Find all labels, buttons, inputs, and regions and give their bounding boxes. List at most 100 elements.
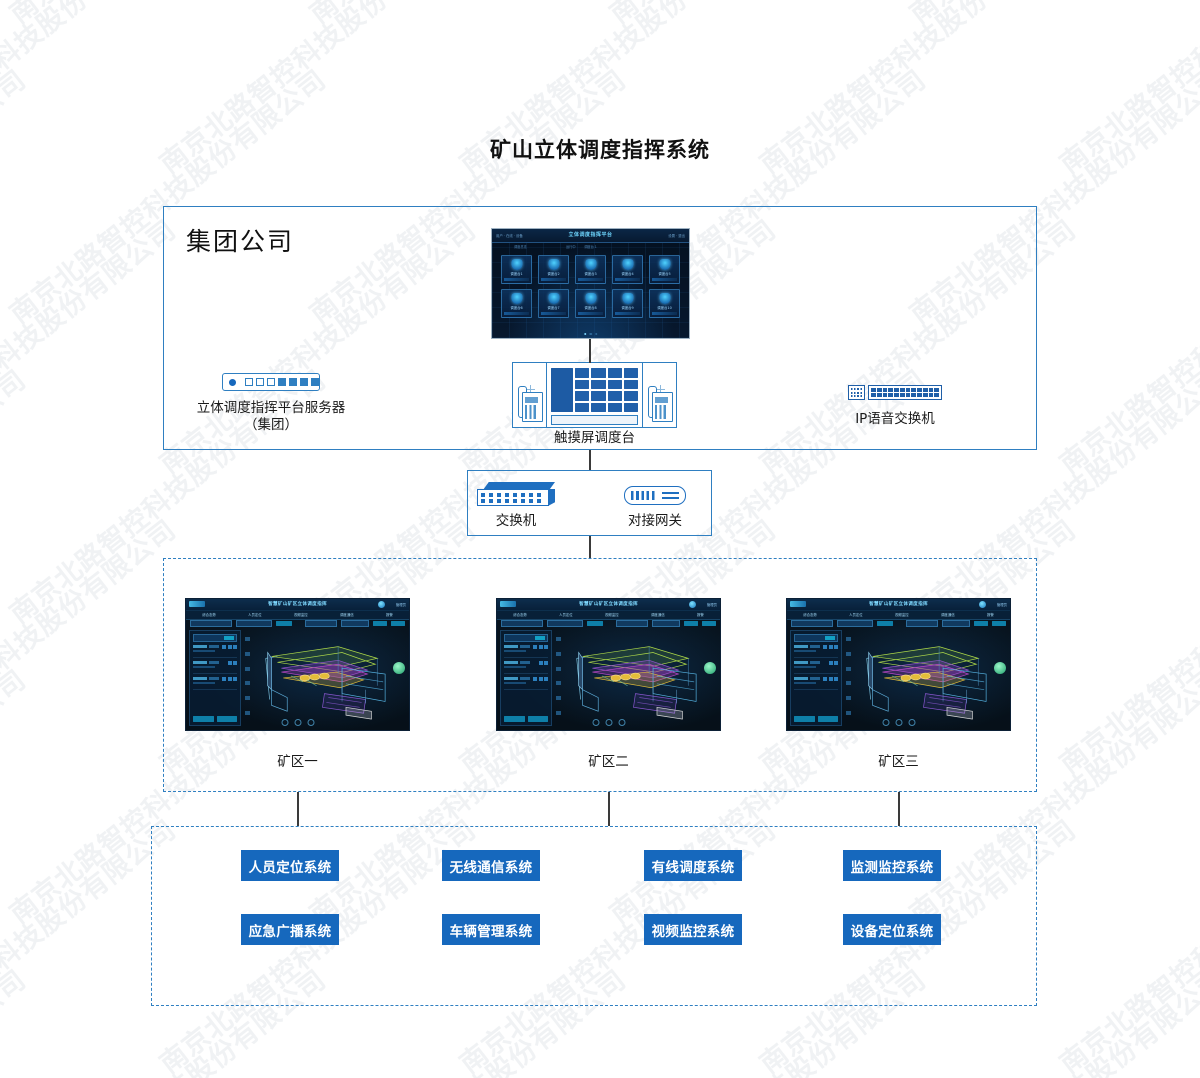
mine-screen-tab[interactable]: 综合态势 bbox=[803, 613, 817, 617]
dashboard-card[interactable]: 调度台6 bbox=[501, 289, 532, 318]
dashboard-card[interactable]: 调度台5 bbox=[649, 255, 680, 284]
toolbar-field[interactable] bbox=[190, 619, 232, 628]
sidebar-list-item[interactable] bbox=[504, 677, 548, 690]
dashboard-card[interactable]: 调度台4 bbox=[612, 255, 643, 284]
toolbar-field[interactable] bbox=[341, 619, 369, 628]
navigation-ball-icon[interactable] bbox=[704, 661, 716, 674]
sidebar-list-item[interactable] bbox=[193, 645, 237, 658]
toolbar-field[interactable] bbox=[791, 619, 833, 628]
toolbar-button[interactable] bbox=[276, 620, 292, 627]
toolbar-button[interactable] bbox=[702, 620, 716, 627]
toolbar-button[interactable] bbox=[684, 620, 698, 627]
toolbar-button[interactable] bbox=[373, 620, 387, 627]
dashboard-page-dot[interactable] bbox=[594, 332, 598, 335]
sidebar-list-item[interactable] bbox=[193, 661, 237, 674]
sidebar-list-item[interactable] bbox=[504, 645, 548, 658]
mine-3d-view[interactable] bbox=[246, 629, 397, 722]
mine-screen-toolbar[interactable] bbox=[497, 619, 720, 628]
mine-screen-sidebar[interactable] bbox=[189, 630, 241, 726]
toolbar-field[interactable] bbox=[236, 619, 272, 628]
sidebar-footer-buttons[interactable] bbox=[504, 716, 548, 722]
sidebar-search-input[interactable] bbox=[504, 634, 548, 642]
sidebar-search-input[interactable] bbox=[193, 634, 237, 642]
sidebar-list-item[interactable] bbox=[504, 661, 548, 674]
sidebar-list-item[interactable] bbox=[193, 677, 237, 690]
mine-screen-tab[interactable]: 报警 bbox=[987, 613, 994, 617]
navigation-ball-icon[interactable] bbox=[393, 661, 405, 674]
mine-screen-tab[interactable]: 调度通信 bbox=[651, 613, 665, 617]
mine-screen-tab[interactable]: 综合态势 bbox=[202, 613, 216, 617]
system-button[interactable]: 无线通信系统 bbox=[442, 850, 540, 881]
mine-monitor-screen[interactable]: 智慧矿山矿区立体调度指挥管理员综合态势人员定位视频监控调度通信报警 bbox=[185, 598, 410, 731]
dashboard-card[interactable]: 调度台2 bbox=[538, 255, 569, 284]
toolbar-button[interactable] bbox=[992, 620, 1006, 627]
mine-screen-tab[interactable]: 人员定位 bbox=[248, 613, 262, 617]
mine-screen-toolbar[interactable] bbox=[186, 619, 409, 628]
dashboard-card[interactable]: 调度台9 bbox=[612, 289, 643, 318]
toolbar-field[interactable] bbox=[501, 619, 543, 628]
dashboard-pagination-dots[interactable] bbox=[583, 332, 598, 335]
mine-screen-tabs[interactable]: 综合态势 人员定位 视频监控 调度通信 报警 bbox=[787, 610, 1010, 620]
sidebar-footer-button[interactable] bbox=[817, 716, 838, 722]
toolbar-field[interactable] bbox=[547, 619, 583, 628]
level-rail[interactable] bbox=[555, 632, 562, 720]
toolbar-field[interactable] bbox=[942, 619, 970, 628]
toolbar-field[interactable] bbox=[305, 619, 337, 628]
mine-screen-tab[interactable]: 调度通信 bbox=[941, 613, 955, 617]
mine-screen-tab[interactable]: 视频监控 bbox=[605, 613, 619, 617]
sidebar-search-input[interactable] bbox=[794, 634, 838, 642]
dashboard-page-dot[interactable] bbox=[583, 332, 587, 335]
toolbar-button[interactable] bbox=[587, 620, 603, 627]
toolbar-field[interactable] bbox=[616, 619, 648, 628]
toolbar-field[interactable] bbox=[906, 619, 938, 628]
dashboard-card[interactable]: 调度台3 bbox=[575, 255, 606, 284]
sidebar-footer-button[interactable] bbox=[193, 716, 214, 722]
mine-monitor-screen[interactable]: 智慧矿山矿区立体调度指挥管理员综合态势人员定位视频监控调度通信报警 bbox=[786, 598, 1011, 731]
mine-screen-tab[interactable]: 调度通信 bbox=[340, 613, 354, 617]
sidebar-footer-buttons[interactable] bbox=[794, 716, 838, 722]
toolbar-button[interactable] bbox=[974, 620, 988, 627]
zoom-controls[interactable] bbox=[882, 719, 915, 726]
toolbar-field[interactable] bbox=[652, 619, 680, 628]
zoom-controls[interactable] bbox=[592, 719, 625, 726]
dashboard-card[interactable]: 调度台7 bbox=[538, 289, 569, 318]
zoom-controls[interactable] bbox=[281, 719, 314, 726]
sidebar-footer-button[interactable] bbox=[504, 716, 525, 722]
mine-screen-sidebar[interactable] bbox=[500, 630, 552, 726]
system-button[interactable]: 监测监控系统 bbox=[843, 850, 941, 881]
system-button[interactable]: 人员定位系统 bbox=[241, 850, 339, 881]
mine-3d-view[interactable] bbox=[557, 629, 708, 722]
sidebar-footer-button[interactable] bbox=[216, 716, 237, 722]
system-button[interactable]: 车辆管理系统 bbox=[442, 914, 540, 945]
dashboard-card[interactable]: 调度台10 bbox=[649, 289, 680, 318]
dashboard-page-dot[interactable] bbox=[589, 332, 592, 335]
mine-screen-tab[interactable]: 报警 bbox=[697, 613, 704, 617]
mine-screen-tabs[interactable]: 综合态势人员定位视频监控调度通信报警 bbox=[497, 610, 720, 620]
sidebar-footer-button[interactable] bbox=[527, 716, 548, 722]
system-button[interactable]: 视频监控系统 bbox=[644, 914, 742, 945]
system-button[interactable]: 设备定位系统 bbox=[843, 914, 941, 945]
sidebar-footer-button[interactable] bbox=[794, 716, 815, 722]
mine-screen-tab[interactable]: 人员定位 bbox=[849, 613, 863, 617]
level-rail[interactable] bbox=[845, 632, 852, 720]
sidebar-list-item[interactable] bbox=[794, 661, 838, 674]
sidebar-footer-buttons[interactable] bbox=[193, 716, 237, 722]
dashboard-card[interactable]: 调度台1 bbox=[501, 255, 532, 284]
mine-screen-sidebar[interactable] bbox=[790, 630, 842, 726]
sidebar-list-item[interactable] bbox=[794, 677, 838, 690]
mine-screen-tab[interactable]: 视频监控 bbox=[294, 613, 308, 617]
toolbar-button[interactable] bbox=[391, 620, 405, 627]
dispatch-dashboard-screen[interactable]: 用户 · 在线 · 设备 立体调度指挥平台 设置 · 退出 调度总览 调度台 1… bbox=[491, 228, 690, 339]
mine-screen-toolbar[interactable] bbox=[787, 619, 1010, 628]
dashboard-card[interactable]: 调度台8 bbox=[575, 289, 606, 318]
level-rail[interactable] bbox=[244, 632, 251, 720]
sidebar-list-item[interactable] bbox=[794, 645, 838, 658]
system-button[interactable]: 有线调度系统 bbox=[644, 850, 742, 881]
navigation-ball-icon[interactable] bbox=[994, 661, 1006, 674]
system-button[interactable]: 应急广播系统 bbox=[241, 914, 339, 945]
mine-screen-tab[interactable]: 视频监控 bbox=[895, 613, 909, 617]
toolbar-button[interactable] bbox=[877, 620, 893, 627]
mine-monitor-screen[interactable]: 智慧矿山矿区立体调度指挥管理员综合态势人员定位视频监控调度通信报警 bbox=[496, 598, 721, 731]
mine-3d-view[interactable] bbox=[847, 629, 998, 722]
mine-screen-tab[interactable]: 综合态势 bbox=[513, 613, 527, 617]
